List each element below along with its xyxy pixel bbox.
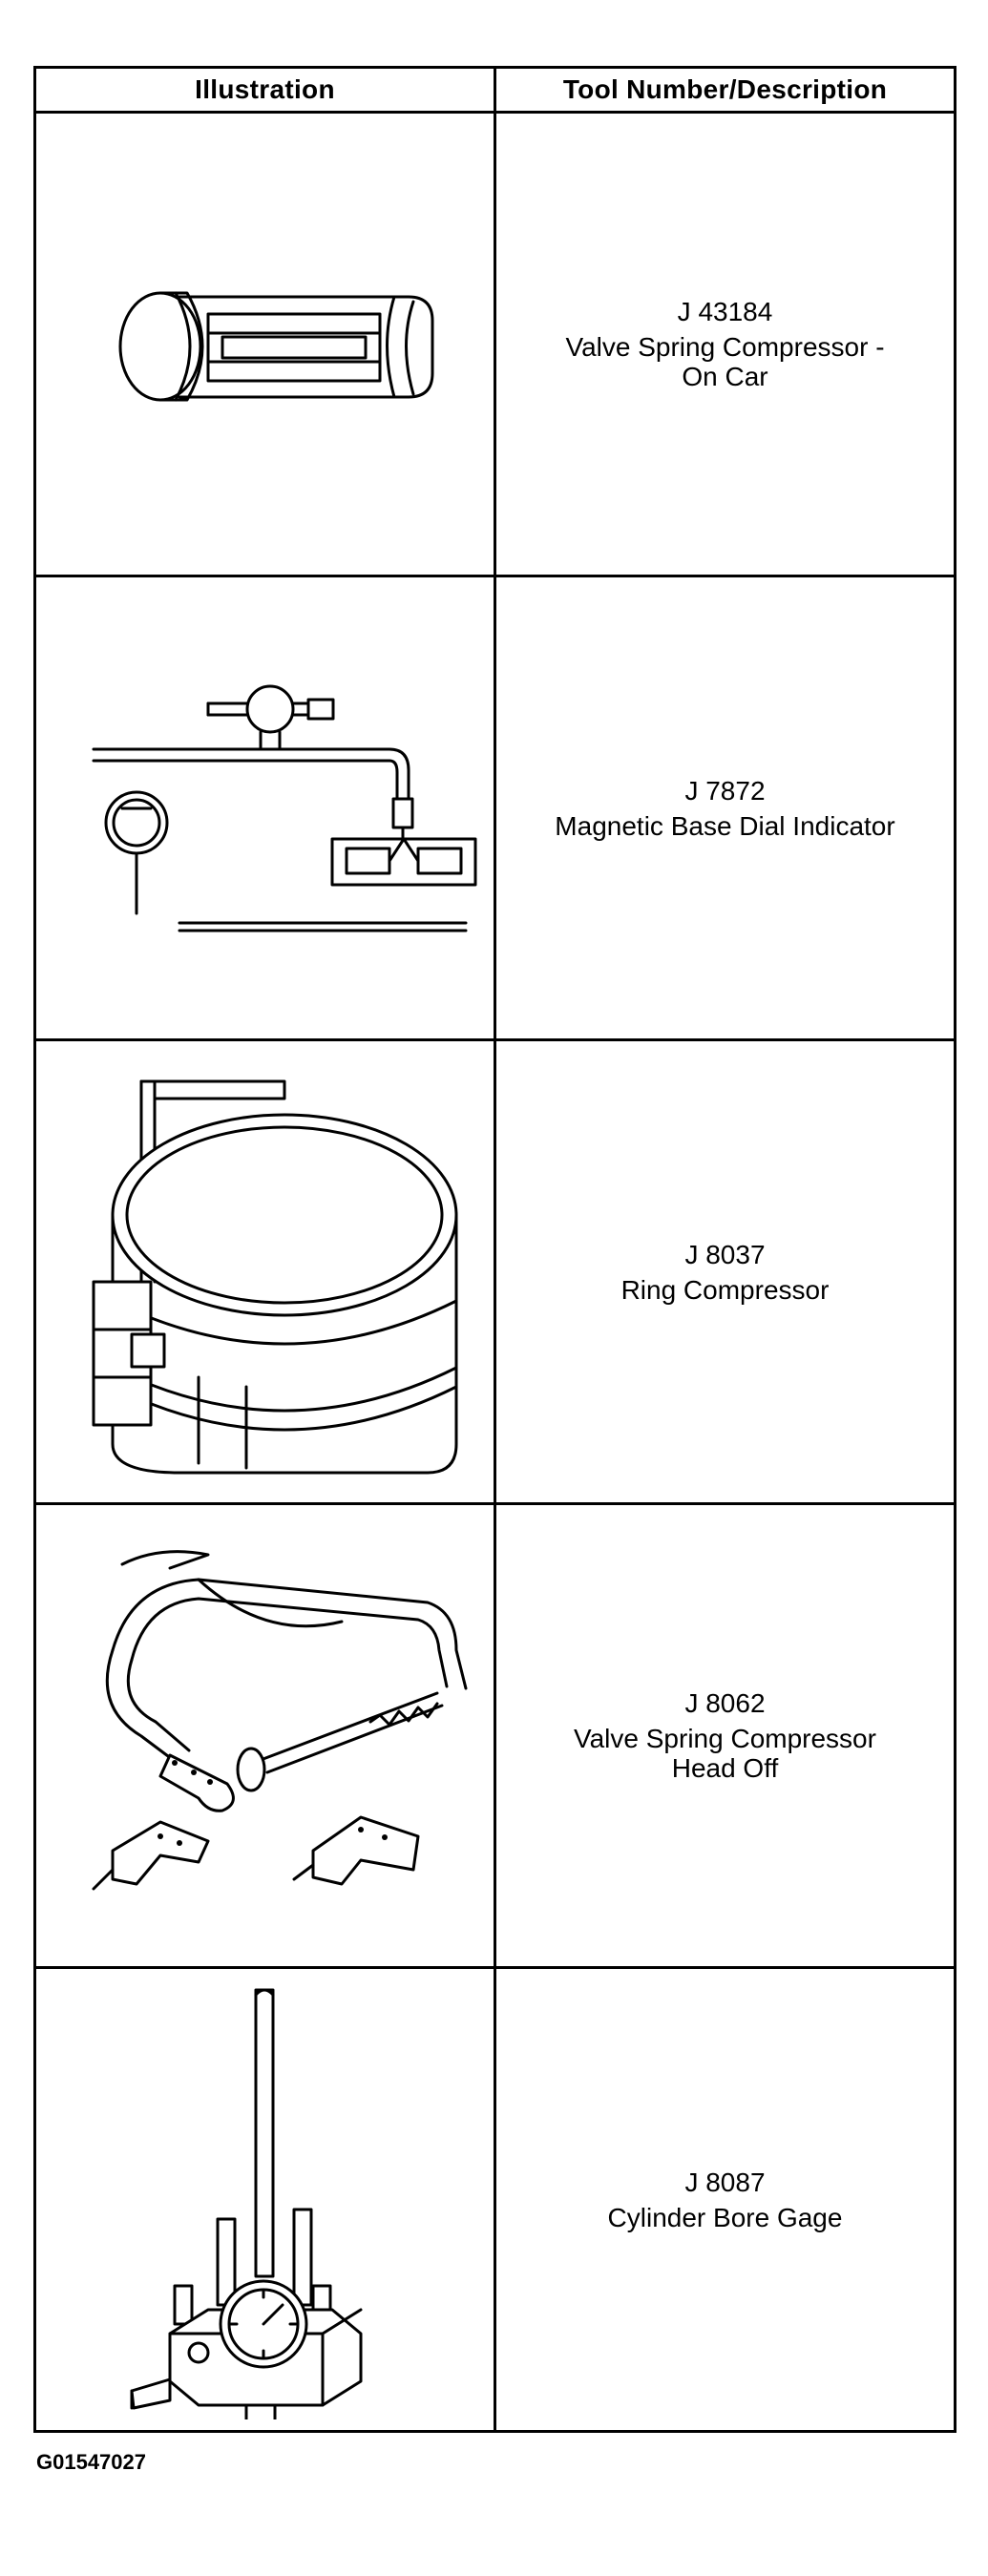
tool-description: Valve Spring Compressor - On Car xyxy=(565,332,885,391)
tool-description: Valve Spring Compressor Head Off xyxy=(574,1724,876,1783)
illustration-cell xyxy=(33,575,496,1041)
tool-description: Cylinder Bore Gage xyxy=(607,2202,843,2232)
illustration-cell xyxy=(33,111,496,577)
description-cell: J 7872 Magnetic Base Dial Indicator xyxy=(494,575,956,1041)
header-illustration: Illustration xyxy=(33,66,496,114)
table-row: J 7872 Magnetic Base Dial Indicator xyxy=(33,575,956,1041)
table-row: J 43184 Valve Spring Compressor - On Car xyxy=(33,111,956,577)
tool-description: Ring Compressor xyxy=(620,1274,830,1305)
ring-compressor-icon xyxy=(92,1079,457,1474)
table-row: J 8037 Ring Compressor xyxy=(33,1038,956,1505)
table-row: J 8087 Cylinder Bore Gage xyxy=(33,1966,956,2433)
header-tool-description: Tool Number/Description xyxy=(494,66,956,114)
illustration-cell xyxy=(33,1038,496,1505)
tool-number: J 8062 xyxy=(684,1688,766,1718)
valve-spring-compressor-head-off-icon xyxy=(92,1549,467,1890)
description-cell: J 43184 Valve Spring Compressor - On Car xyxy=(494,111,956,577)
magnetic-base-dial-indicator-icon xyxy=(92,684,476,932)
valve-spring-compressor-on-car-icon xyxy=(118,291,433,401)
tool-number: J 43184 xyxy=(677,297,773,326)
description-cell: J 8087 Cylinder Bore Gage xyxy=(494,1966,956,2433)
description-cell: J 8037 Ring Compressor xyxy=(494,1038,956,1505)
tool-number: J 8087 xyxy=(684,2167,766,2197)
figure-id: G01547027 xyxy=(36,2450,146,2474)
table-row: J 8062 Valve Spring Compressor Head Off xyxy=(33,1502,956,1969)
cylinder-bore-gage-icon xyxy=(130,1988,362,2419)
table-header-row: Illustration Tool Number/Description xyxy=(33,66,956,114)
description-cell: J 8062 Valve Spring Compressor Head Off xyxy=(494,1502,956,1969)
tool-number: J 8037 xyxy=(684,1239,766,1269)
illustration-cell xyxy=(33,1502,496,1969)
tool-description: Magnetic Base Dial Indicator xyxy=(555,810,895,841)
illustration-cell xyxy=(33,1966,496,2433)
tool-number: J 7872 xyxy=(684,775,766,806)
tool-table: Illustration Tool Number/Description xyxy=(33,66,956,2433)
